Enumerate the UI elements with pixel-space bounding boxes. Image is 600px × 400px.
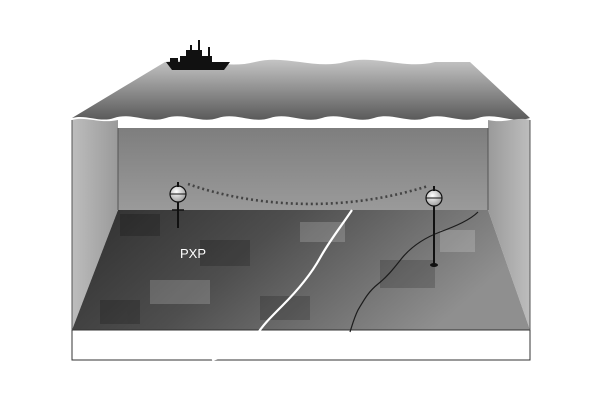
pxp-buoy-right bbox=[425, 186, 443, 267]
seafloor-texture bbox=[100, 214, 475, 324]
white-track bbox=[211, 209, 353, 362]
box-edges bbox=[71, 120, 531, 330]
sea-surface bbox=[72, 59, 530, 120]
pxp-label: PXP bbox=[180, 246, 206, 261]
acoustic-dotted-path bbox=[187, 182, 429, 206]
dark-track bbox=[349, 211, 479, 333]
pxp-buoy-left bbox=[169, 182, 187, 228]
water-right-wall bbox=[488, 118, 530, 330]
seafloor bbox=[72, 210, 530, 330]
water-left-wall bbox=[72, 118, 118, 330]
base-block bbox=[71, 329, 531, 361]
ship-icon bbox=[166, 40, 230, 70]
